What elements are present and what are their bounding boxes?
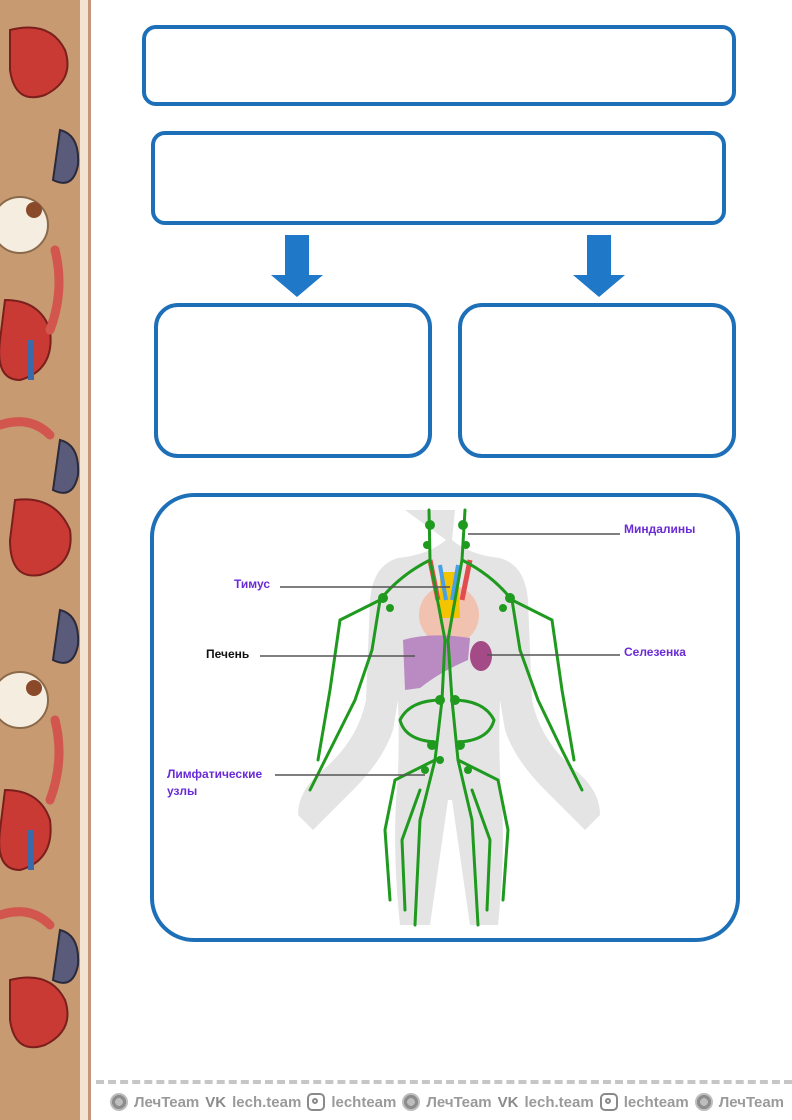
footer-brand-text: ЛечTeam xyxy=(426,1093,492,1111)
lymph-nodes xyxy=(378,520,515,774)
body-silhouette xyxy=(298,510,600,925)
footer-brand-text: ЛечTeam xyxy=(718,1093,785,1111)
instagram-icon xyxy=(307,1093,326,1111)
blood-vessels xyxy=(438,564,460,601)
decorative-side-strip xyxy=(0,0,80,1120)
side-strip-line xyxy=(88,0,91,1120)
vk-icon: VK xyxy=(497,1093,519,1111)
footer-branding: ЛечTeam VK lech.team lechteam ЛечTeam VK… xyxy=(110,1090,792,1114)
footer-vk-text: lech.team xyxy=(232,1093,302,1111)
spleen-organ xyxy=(470,641,492,671)
instagram-icon xyxy=(599,1093,618,1111)
footer-instagram-text: lechteam xyxy=(623,1093,689,1111)
footer-instagram-text: lechteam xyxy=(331,1093,397,1111)
brain-icon xyxy=(110,1093,128,1111)
label-liver: Печень xyxy=(206,647,250,661)
footer-divider xyxy=(96,1080,792,1084)
side-strip-border xyxy=(80,0,88,1120)
second-text-box xyxy=(151,131,726,225)
brain-icon xyxy=(694,1093,713,1111)
label-spleen: Селезенка xyxy=(624,645,686,659)
vk-icon: VK xyxy=(205,1093,227,1111)
down-arrow-icon xyxy=(573,235,625,297)
label-thymus: Тимус xyxy=(234,577,271,591)
label-tonsils: Миндалины xyxy=(624,522,696,536)
left-text-box xyxy=(154,303,432,458)
footer-vk-text: lech.team xyxy=(524,1093,594,1111)
liver-organ xyxy=(403,635,470,690)
footer-brand-text: ЛечTeam xyxy=(134,1093,200,1111)
brain-icon xyxy=(402,1093,421,1111)
label-lymph-nodes: Лимфатические узлы xyxy=(167,767,263,798)
right-text-box xyxy=(458,303,736,458)
label-pointer-lines xyxy=(260,533,620,776)
top-text-box xyxy=(142,25,736,106)
organ-pattern-illustration xyxy=(0,0,80,1120)
down-arrow-icon xyxy=(271,235,323,297)
